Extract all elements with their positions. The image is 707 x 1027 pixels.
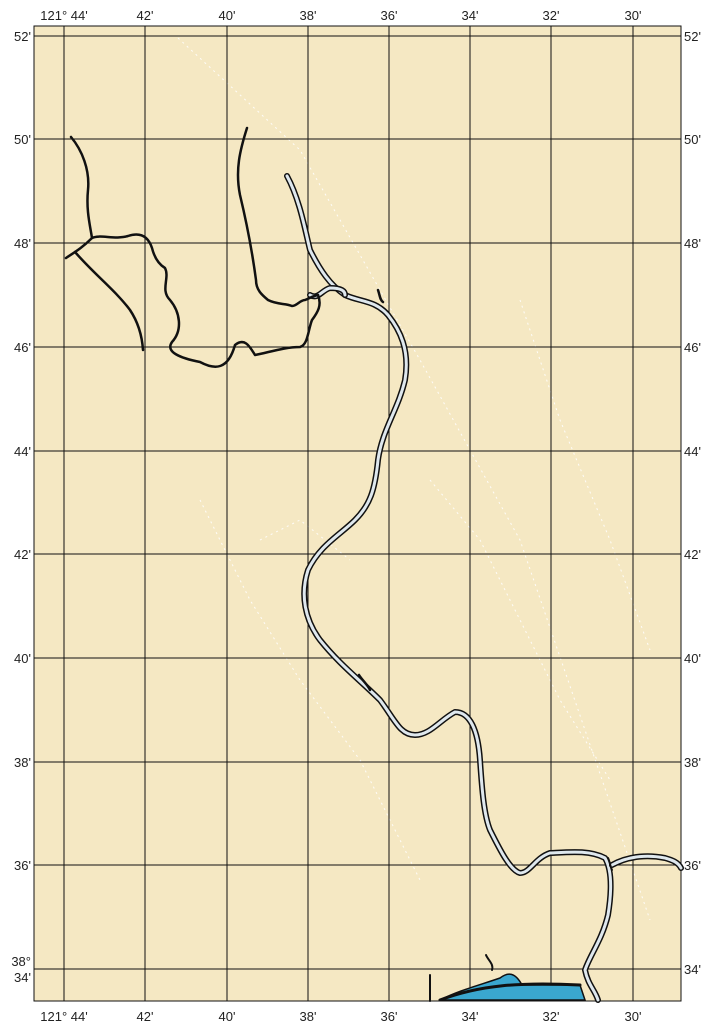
right-label: 46' [684, 340, 701, 355]
top-label: 42' [137, 8, 154, 23]
top-label: 38' [300, 8, 317, 23]
right-label: 40' [684, 651, 701, 666]
left-label: 48' [14, 236, 31, 251]
bottom-label: 34' [462, 1009, 479, 1024]
left-label-degrees: 38° [11, 954, 31, 969]
left-label: 44' [14, 444, 31, 459]
left-label: 52' [14, 29, 31, 44]
graticule [34, 26, 681, 1001]
bottom-longitude-labels: 121° 44' 42' 40' 38' 36' 34' 32' 30' [40, 1009, 641, 1024]
right-label: 50' [684, 132, 701, 147]
bottom-label: 42' [137, 1009, 154, 1024]
right-latitude-labels: 52' 50' 48' 46' 44' 42' 40' 38' 36' 34' [684, 29, 701, 977]
bottom-label: 36' [381, 1009, 398, 1024]
bottom-label: 40' [219, 1009, 236, 1024]
right-label: 38' [684, 755, 701, 770]
top-longitude-labels: 121° 44' 42' 40' 38' 36' 34' 32' 30' [40, 8, 641, 23]
right-label: 48' [684, 236, 701, 251]
right-label: 44' [684, 444, 701, 459]
top-label: 30' [625, 8, 642, 23]
bottom-label: 38' [300, 1009, 317, 1024]
northwest-streams [64, 126, 385, 692]
bottom-label: 32' [543, 1009, 560, 1024]
right-label: 36' [684, 858, 701, 873]
right-label: 34' [684, 962, 701, 977]
top-label: 121° 44' [40, 8, 87, 23]
small-tributaries [429, 857, 613, 1002]
bottom-label: 30' [625, 1009, 642, 1024]
left-label: 40' [14, 651, 31, 666]
top-label: 36' [381, 8, 398, 23]
left-label: 34' [14, 970, 31, 985]
left-label: 36' [14, 858, 31, 873]
top-label: 32' [543, 8, 560, 23]
right-label: 42' [684, 547, 701, 562]
top-label: 40' [219, 8, 236, 23]
left-label: 42' [14, 547, 31, 562]
left-label: 46' [14, 340, 31, 355]
left-label: 50' [14, 132, 31, 147]
main-river [284, 173, 684, 1003]
right-label: 52' [684, 29, 701, 44]
bottom-label: 121° 44' [40, 1009, 87, 1024]
left-label: 38' [14, 755, 31, 770]
top-label: 34' [462, 8, 479, 23]
left-latitude-labels: 52' 50' 48' 46' 44' 42' 40' 38' 36' 38° … [11, 29, 31, 985]
